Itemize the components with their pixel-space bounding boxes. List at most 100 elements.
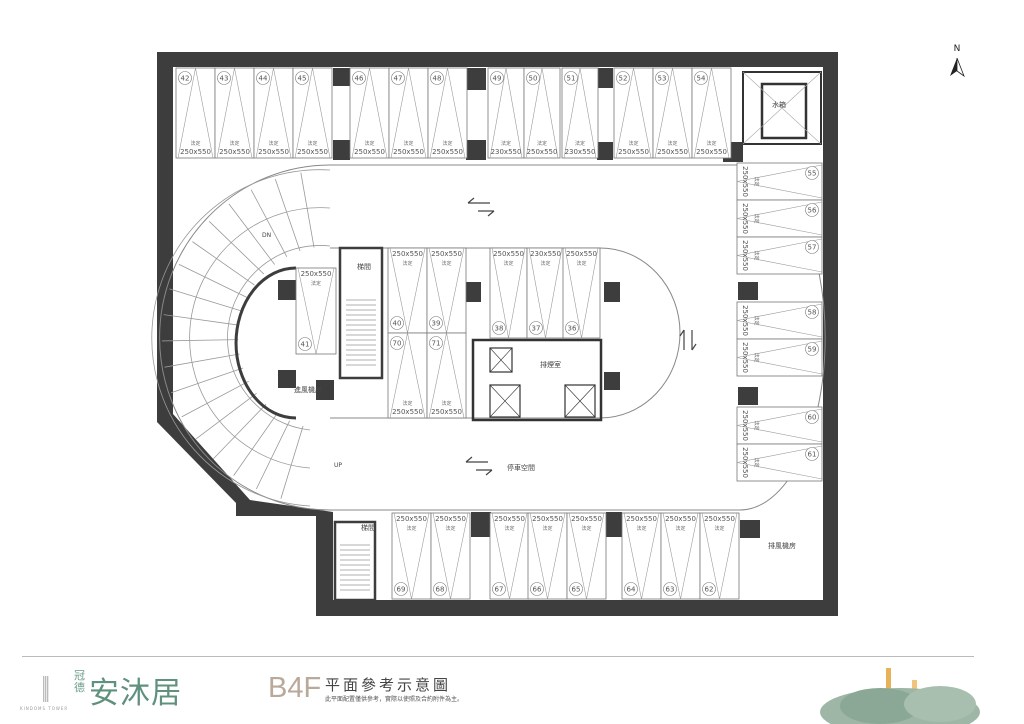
stall-size: 250x550	[392, 408, 423, 416]
stall-tag: 法定	[402, 260, 412, 267]
stair-1-treads	[346, 299, 376, 366]
stall-size: 230x550	[530, 250, 561, 258]
ramp-line	[280, 425, 304, 499]
stall-number: 48	[433, 75, 442, 83]
stall-size: 250x550	[657, 148, 688, 156]
stall-size: 250x550	[493, 250, 524, 258]
stall-number: 62	[705, 586, 714, 594]
stall-size: 250x550	[741, 447, 749, 478]
ramp-line	[228, 203, 275, 265]
stall-tag: 法定	[628, 140, 638, 147]
ramp-line	[255, 420, 291, 490]
stall-number: 55	[808, 170, 817, 178]
stall-size: 230x550	[565, 148, 596, 156]
footer-divider	[22, 656, 974, 657]
stall-tag: 法定	[307, 140, 317, 147]
stall-number: 45	[298, 75, 307, 83]
stall-size: 250x550	[180, 148, 211, 156]
stall-size: 250x550	[219, 148, 250, 156]
stall-number: 52	[619, 75, 628, 83]
stall-tag: 法定	[406, 525, 416, 532]
stall-number: 70	[393, 340, 402, 348]
stall-size: 250x550	[741, 305, 749, 336]
pillars	[278, 68, 760, 538]
stall-number: 41	[301, 341, 310, 349]
ramp-line	[163, 314, 239, 326]
stall-tag: 法定	[229, 140, 239, 147]
ramp-down-label: DN	[262, 232, 272, 239]
logo-english: KINDOMS TOWER	[20, 706, 69, 711]
stall-size: 250x550	[301, 270, 332, 278]
stall-tag: 法定	[504, 525, 514, 532]
stall-tag: 法定	[753, 315, 760, 325]
stall-tag: 法定	[403, 140, 413, 147]
ramp-arc	[227, 245, 331, 431]
ramp	[151, 169, 331, 507]
stall-number: 66	[533, 586, 542, 594]
parking-stalls: 42250x550法定43250x550法定44250x550法定45250x5…	[175, 67, 823, 600]
pillar	[316, 380, 334, 400]
ramp-arc	[151, 169, 331, 507]
stall-size: 230x550	[491, 148, 522, 156]
ramp-line	[181, 380, 249, 418]
pillar	[333, 68, 350, 86]
pillar	[604, 282, 620, 302]
room-label-smoke-room: 排煙室	[540, 361, 561, 369]
stall-tag: 法定	[675, 525, 685, 532]
ramp-line	[250, 189, 288, 257]
stall-tag: 法定	[441, 400, 451, 407]
stall-number: 51	[567, 75, 576, 83]
stall-size: 250x550	[392, 250, 423, 258]
stall-size: 250x550	[527, 148, 558, 156]
stall-number: 71	[432, 340, 441, 348]
pillar	[466, 68, 486, 90]
pillar	[466, 140, 486, 160]
ramp-line	[195, 393, 257, 440]
ramp-up-label: UP	[334, 462, 343, 469]
island-outline	[330, 247, 681, 419]
stall-tag: 法定	[441, 260, 451, 267]
stall-size: 250x550	[741, 240, 749, 271]
stall-tag: 法定	[575, 140, 585, 147]
pillar	[738, 387, 758, 405]
stair-core-2	[333, 520, 377, 602]
ramp-line	[171, 367, 244, 394]
room-label-intake-fan: 進風機房	[294, 386, 322, 394]
